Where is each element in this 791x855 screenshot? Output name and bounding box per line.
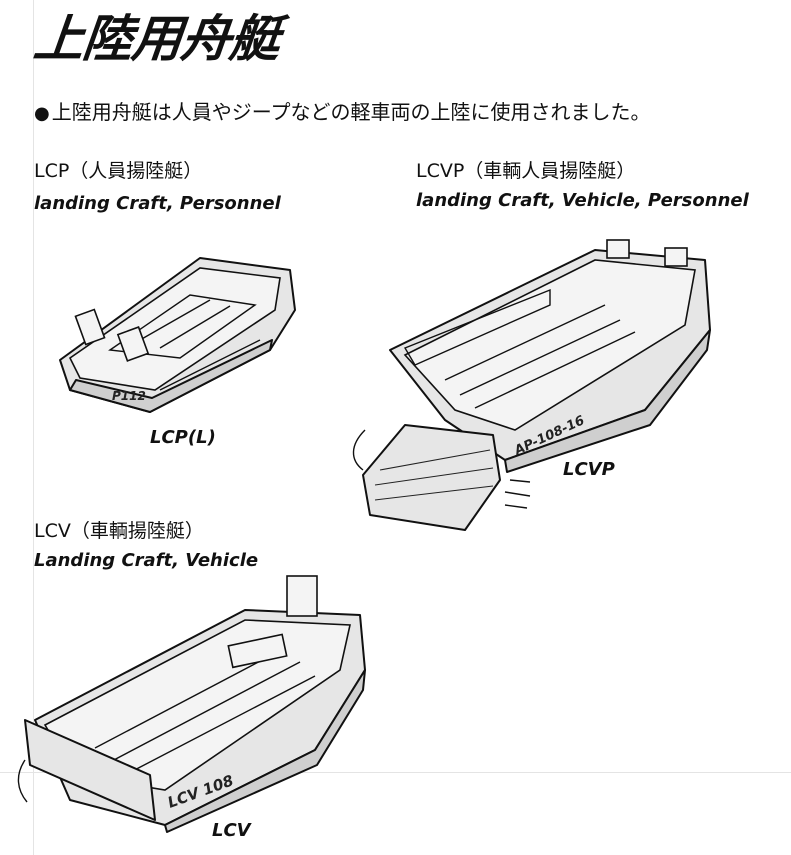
lcp-caption: LCP(L): [150, 427, 216, 448]
page-margin-line: [33, 0, 34, 855]
intro-text: ●上陸用舟艇は人員やジープなどの軽車両の上陸に使用されました。: [34, 96, 651, 125]
lcv-english-name: Landing Craft, Vehicle: [34, 550, 259, 571]
lcp-hull-marking: P112: [112, 389, 146, 403]
lcp-english-name: landing Craft, Personnel: [34, 193, 281, 214]
bullet-icon: ●: [34, 103, 50, 124]
page-title: 上陸用舟艇: [30, 10, 283, 68]
intro-sentence: 上陸用舟艇は人員やジープなどの軽車両の上陸に使用されました。: [51, 100, 651, 124]
lcvp-title: LCVP（車輌人員揚陸艇）: [416, 160, 636, 182]
lcv-boat-illustration: LCV 108: [17, 575, 366, 833]
page-bottom-line: [0, 772, 791, 773]
lcvp-english-name: landing Craft, Vehicle, Personnel: [416, 190, 749, 211]
lcvp-caption: LCVP: [563, 459, 615, 480]
lcp-boat-illustration: P112: [59, 257, 296, 413]
lcv-title: LCV（車輌揚陸艇）: [34, 520, 204, 542]
lcvp-boat-illustration: AP-108-16: [352, 239, 711, 531]
lcp-title: LCP（人員揚陸艇）: [34, 160, 203, 182]
lcv-caption: LCV: [212, 820, 251, 841]
